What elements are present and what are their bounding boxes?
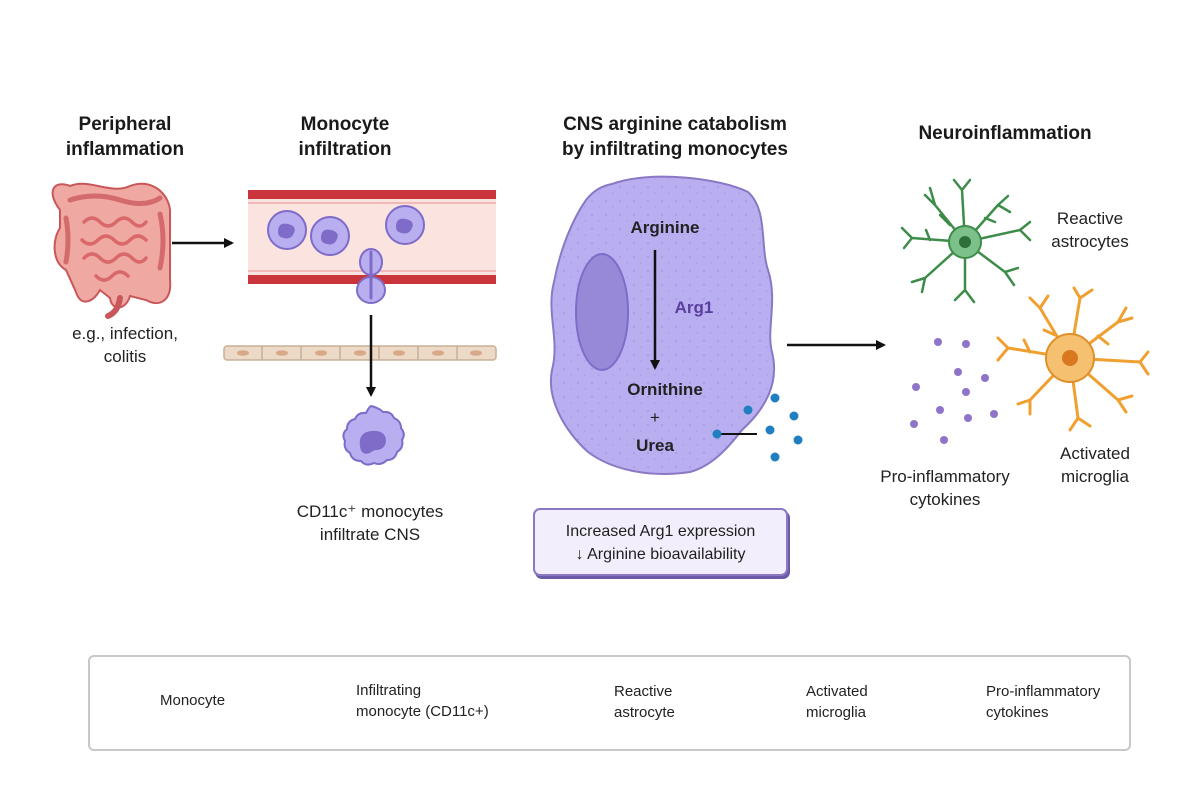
microglia-label: Activated microglia (1040, 442, 1150, 488)
catabolism-title: CNS arginine catabolism by infiltrating … (535, 112, 815, 162)
ornithine-label: Ornithine (627, 380, 703, 399)
legend-cytokines-line2: cytokines (986, 704, 1049, 721)
activated-microglia (996, 286, 1150, 432)
legend-monocyte-label: Monocyte (160, 692, 226, 709)
legend-microglia-label: Activated microglia (806, 681, 868, 723)
legend-infiltrating-line2: monocyte (CD11c+) (356, 703, 489, 720)
peripheral-title: Peripheral inflammation (40, 112, 210, 162)
legend-microglia-line2: microglia (806, 704, 867, 721)
peripheral-caption: e.g., infection, colitis (35, 322, 215, 368)
legend-infiltrating-line1: Infiltrating (356, 682, 422, 699)
infiltration-title-line2: infiltration (298, 139, 392, 160)
catabolism-title-line1: CNS arginine catabolism (563, 114, 787, 135)
infiltration-caption: CD11c⁺ monocytes infiltrate CNS (265, 500, 475, 546)
infiltration-caption-line1: CD11c⁺ monocytes (296, 502, 444, 521)
secreted-molecules (712, 393, 803, 462)
urea-label: Urea (636, 436, 674, 455)
large-monocyte-cell (549, 175, 776, 475)
peripheral-title-line2: inflammation (65, 139, 185, 160)
vessel-monocytes (267, 205, 425, 304)
legend-infiltrating-label: Infiltrating monocyte (CD11c+) (356, 680, 489, 722)
intestine-illustration (51, 182, 172, 319)
arg1-summary-box: Increased Arg1 expression ↓ Arginine bio… (533, 508, 788, 576)
legend-box (88, 655, 1131, 751)
infiltration-title-line1: Monocyte (300, 114, 390, 135)
summary-line1: Increased Arg1 expression (565, 523, 756, 540)
plus-sign: + (650, 408, 660, 427)
arginine-label: Arginine (630, 218, 700, 237)
peripheral-caption-line2: colitis (103, 347, 147, 366)
endothelial-layer (223, 345, 497, 361)
astrocytes-label-line2: astrocytes (1051, 232, 1129, 251)
astrocyte-nucleus (959, 236, 971, 248)
astrocytes-label: Reactive astrocytes (1035, 207, 1145, 253)
infiltrating-monocyte (342, 404, 405, 466)
microglia-label-line1: Activated (1060, 444, 1130, 463)
cytokines-label-line1: Pro-inflammatory (880, 467, 1010, 486)
legend-cytokines-label: Pro-inflammatory cytokines (986, 681, 1100, 723)
legend-microglia-line1: Activated (806, 683, 868, 700)
neuroinflammation-title: Neuroinflammation (918, 123, 1092, 144)
arg1-label: Arg1 (674, 298, 714, 317)
microglia-label-line2: microglia (1060, 467, 1130, 486)
peripheral-caption-line1: e.g., infection, (72, 324, 178, 343)
cytokines-label-line2: cytokines (909, 490, 981, 509)
astrocytes-label-line1: Reactive (1056, 209, 1124, 228)
infiltration-caption-line2: infiltrate CNS (319, 525, 421, 544)
summary-line2: ↓ Arginine bioavailability (575, 546, 746, 563)
cytokine-dots (910, 338, 998, 444)
legend-astrocyte-line2: astrocyte (614, 704, 675, 721)
peripheral-title-line1: Peripheral (78, 114, 172, 135)
cytokines-label: Pro-inflammatory cytokines (870, 465, 1020, 511)
microglia-nucleus (1062, 350, 1078, 366)
catabolism-title-line2: by infiltrating monocytes (562, 139, 788, 160)
legend-cytokines-line1: Pro-inflammatory (986, 683, 1101, 700)
infiltration-title: Monocyte infiltration (270, 112, 420, 162)
legend-astrocyte-label: Reactive astrocyte (614, 681, 675, 723)
legend-astrocyte-line1: Reactive (614, 683, 673, 700)
